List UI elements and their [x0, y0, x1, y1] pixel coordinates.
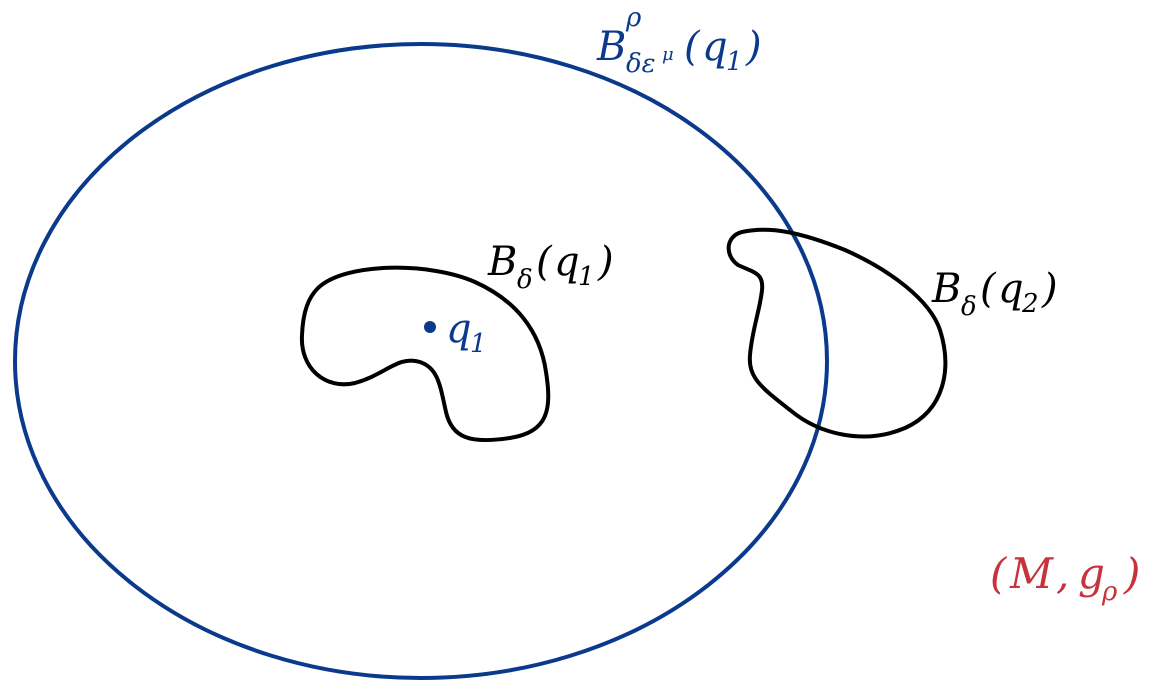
ball-q2-label-paren-open: ( [980, 266, 997, 312]
point-q1-label-sub: 1 [470, 329, 487, 359]
big-ball-label-paren-close: ) [745, 24, 762, 70]
ball-q1-label-paren-close: ) [597, 239, 614, 285]
ball-q2-label-var-sub: 2 [1021, 289, 1039, 319]
ball-q1-label-var: q [554, 239, 580, 285]
ball-q1-label: B δ ( q 1 ) [487, 239, 614, 295]
point-q1-label: q 1 [446, 306, 487, 359]
point-q1-dot [424, 321, 436, 333]
manifold-label: ( M , g ρ ) [990, 549, 1140, 607]
ball-q2-label-sub: δ [961, 292, 977, 322]
ball-q2-boundary [726, 227, 948, 439]
manifold-label-metric-sub: ρ [1101, 577, 1118, 607]
big-ball-boundary [13, 42, 829, 680]
ball-q1-boundary [299, 265, 551, 443]
ball-q2-label-var: q [998, 266, 1024, 312]
ball-q1-label-sub: δ [517, 265, 533, 295]
manifold-label-comma: , [1056, 549, 1069, 598]
manifold-label-paren-open: ( [990, 549, 1008, 598]
ball-q2-label-main: B [931, 266, 961, 312]
ball-q2-label: B δ ( q 2 ) [931, 266, 1058, 322]
big-ball-label-var-sub: 1 [726, 47, 743, 77]
big-ball-label-sub-exp: μ [662, 44, 674, 65]
manifold-label-metric: g [1078, 549, 1105, 598]
manifold-label-main: M [1009, 549, 1054, 598]
point-q1-label-var: q [446, 306, 472, 352]
ball-q2-label-paren-close: ) [1041, 266, 1058, 312]
manifold-label-paren-close: ) [1123, 549, 1140, 598]
big-ball-label-var: q [702, 24, 728, 70]
big-ball-label-main: B [596, 24, 626, 70]
ball-q1-label-var-sub: 1 [578, 262, 595, 292]
ball-q1-label-paren-open: ( [536, 239, 553, 285]
ball-q1-label-main: B [487, 239, 517, 285]
big-ball-label-sub: δε [626, 49, 656, 79]
big-ball-label-paren-open: ( [684, 24, 701, 70]
big-ball-label: B ρ δε μ ( q 1 ) [596, 3, 762, 79]
big-ball-label-sup: ρ [625, 3, 642, 33]
